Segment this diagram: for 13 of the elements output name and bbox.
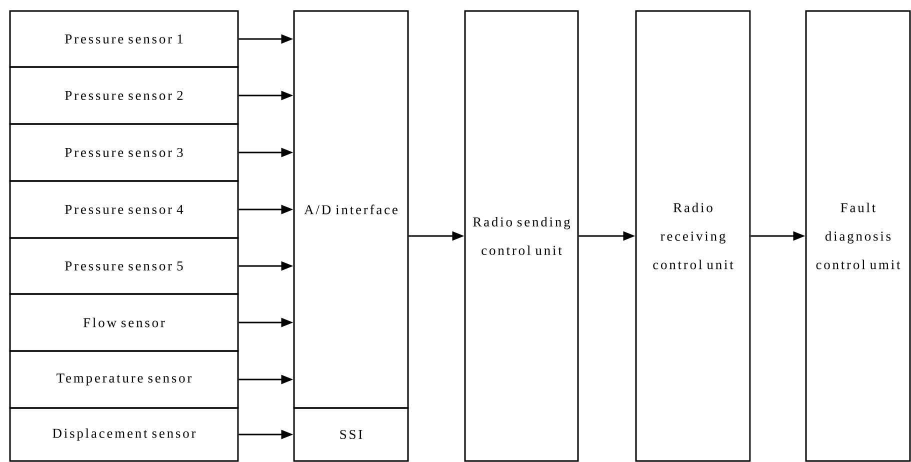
unit-box: Radio sending control unit	[464, 10, 579, 462]
interface-box: SSI	[293, 407, 409, 462]
unit-box: Fault diagnosis control umit	[805, 10, 911, 462]
sensor-box: Displacement sensor	[9, 407, 239, 462]
sensor-box: Flow sensor	[9, 293, 239, 352]
unit-box: Radio receiving control unit	[635, 10, 751, 462]
interface-box: A/D interface	[293, 10, 409, 409]
sensor-box: Temperature sensor	[9, 350, 239, 409]
sensor-box: Pressure sensor 1	[9, 10, 239, 68]
sensor-box: Pressure sensor 2	[9, 66, 239, 125]
sensor-box: Pressure sensor 5	[9, 237, 239, 295]
sensor-box: Pressure sensor 3	[9, 123, 239, 182]
sensor-box: Pressure sensor 4	[9, 180, 239, 239]
